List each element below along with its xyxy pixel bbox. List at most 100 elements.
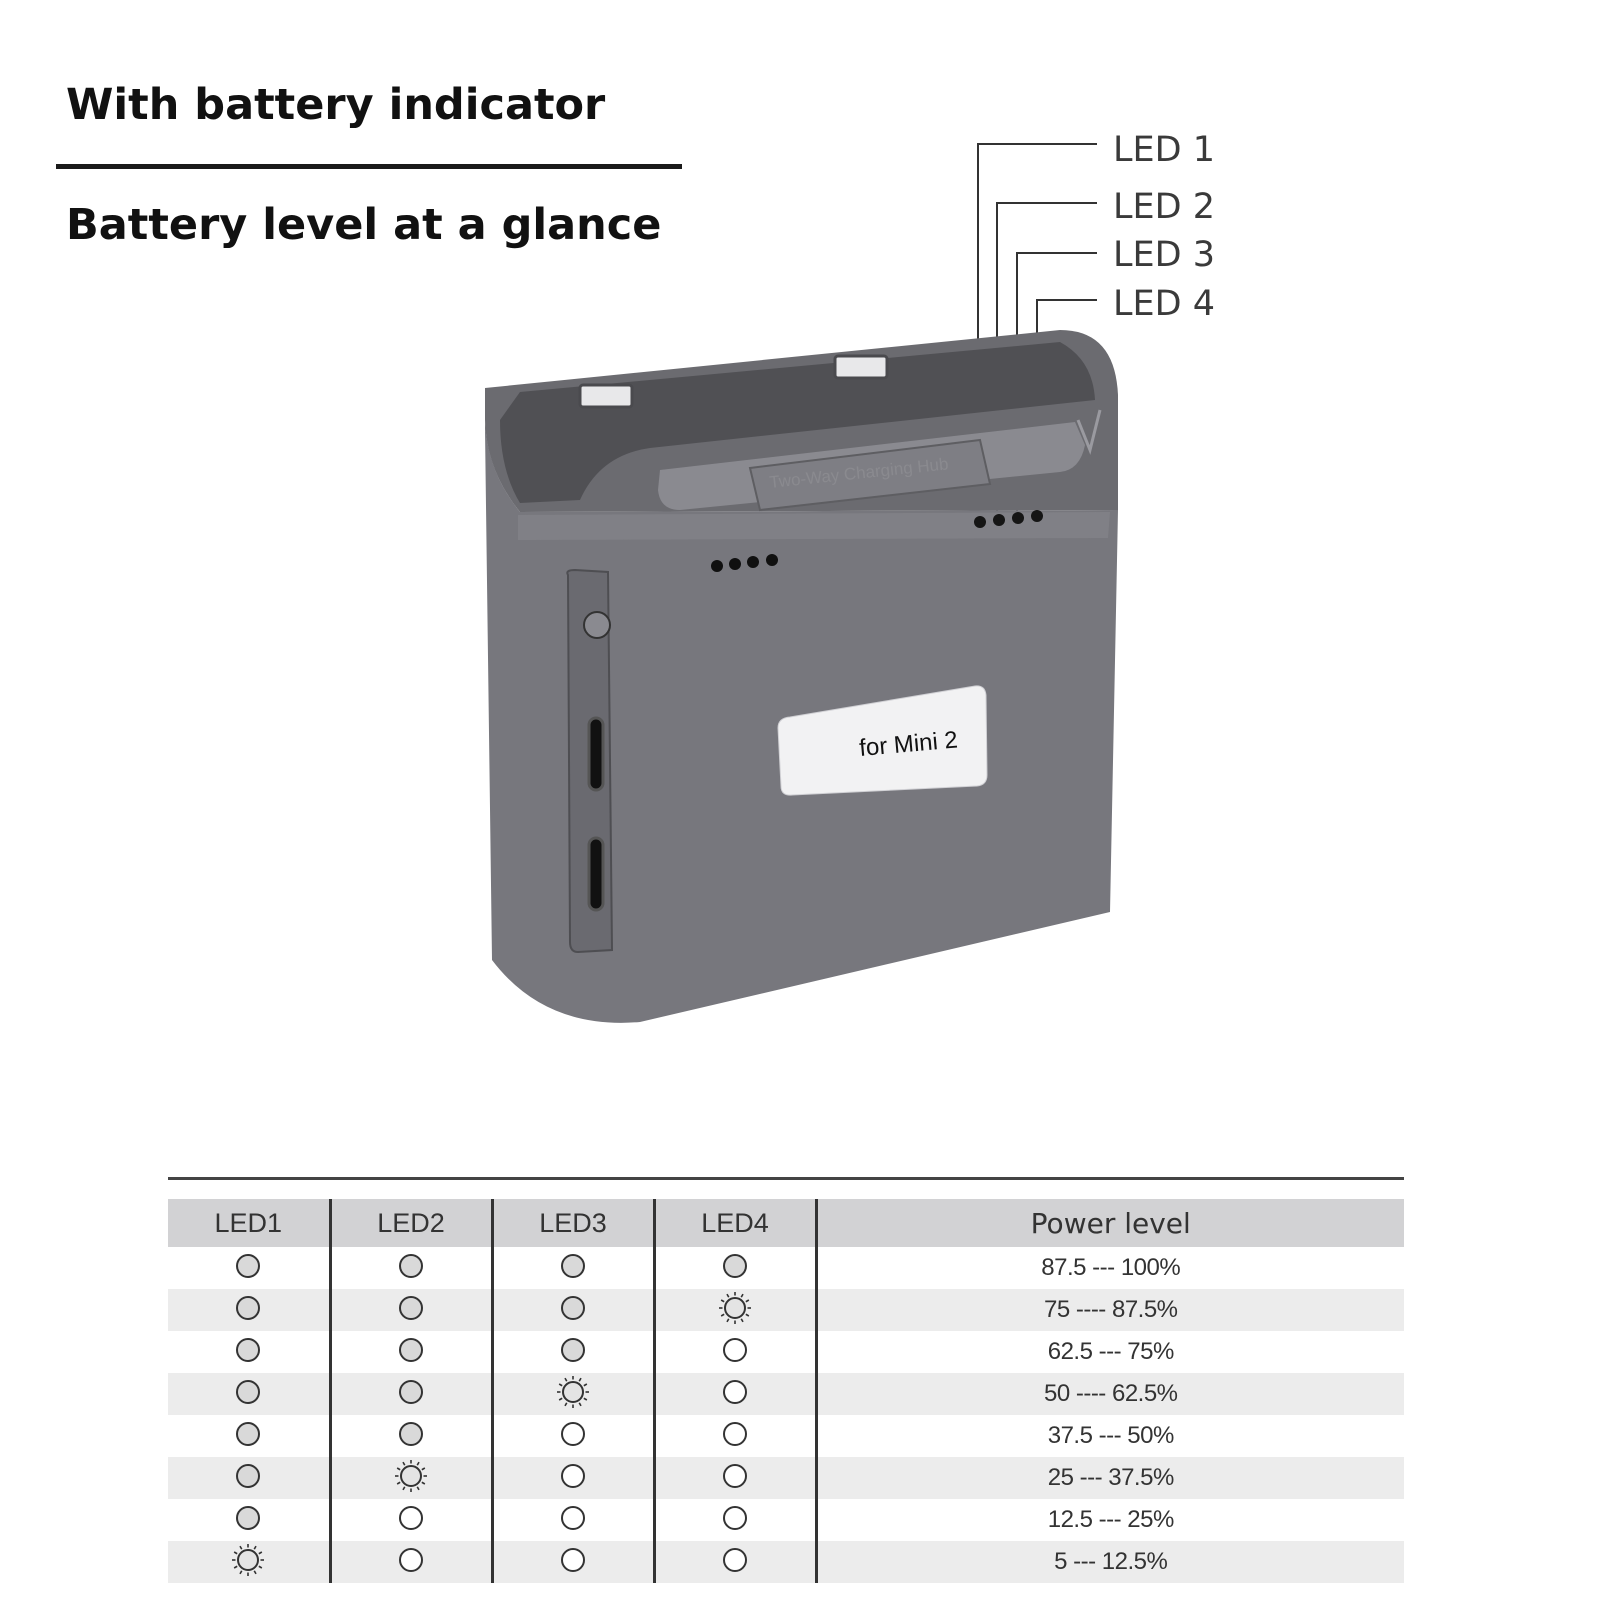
- charging-hub-illustration: LED 1 LED 2 LED 3 LED 4 Two-Way Charging…: [485, 130, 1215, 1023]
- led4-cell: [652, 1541, 816, 1583]
- led2-cell: [328, 1373, 492, 1415]
- led-off-icon: [561, 1506, 585, 1530]
- led3-cell: [490, 1415, 654, 1457]
- led1-cell: [168, 1457, 330, 1499]
- led1-cell: [168, 1373, 330, 1415]
- led4-cell: [652, 1499, 816, 1541]
- led3-cell: [490, 1247, 654, 1289]
- led2-cell: [328, 1457, 492, 1499]
- table-row: 87.5 --- 100%: [168, 1247, 1404, 1289]
- header-power-level: Power level: [814, 1199, 1404, 1247]
- led-off-icon: [723, 1380, 747, 1404]
- led4-label: LED 4: [1113, 284, 1215, 324]
- led-blinking-icon: [395, 1460, 427, 1492]
- led4-cell: [652, 1373, 816, 1415]
- led2-cell: [328, 1499, 492, 1541]
- status-led-1: [974, 516, 986, 528]
- status-led-dots: [974, 510, 1043, 528]
- hub-seam: [518, 512, 1110, 540]
- led-blinking-icon: [232, 1544, 265, 1576]
- led3-cell: [490, 1331, 654, 1373]
- led-solid-icon: [561, 1296, 585, 1320]
- table-row: 25 --- 37.5%: [168, 1457, 1404, 1499]
- led-solid-icon: [561, 1254, 585, 1278]
- status-led-4: [1031, 510, 1043, 522]
- led-off-icon: [723, 1548, 747, 1572]
- led3-cell: [490, 1457, 654, 1499]
- table-row: 50 ---- 62.5%: [168, 1373, 1404, 1415]
- led2-label: LED 2: [1113, 187, 1215, 227]
- led1-cell: [168, 1331, 330, 1373]
- status-led-3: [1012, 512, 1024, 524]
- hub-inner-cavity: [500, 342, 1095, 503]
- led-off-icon: [399, 1506, 423, 1530]
- power-level-cell: 50 ---- 62.5%: [814, 1373, 1404, 1415]
- led-solid-icon: [561, 1338, 585, 1362]
- led-off-icon: [399, 1548, 423, 1572]
- table-row: 37.5 --- 50%: [168, 1415, 1404, 1457]
- power-button-dots: [711, 554, 778, 572]
- table-header-row: LED1 LED2 LED3 LED4 Power level: [168, 1199, 1404, 1247]
- hub-label-inset: [748, 438, 992, 512]
- power-level-cell: 12.5 --- 25%: [814, 1499, 1404, 1541]
- table-row: 5 --- 12.5%: [168, 1541, 1404, 1583]
- led4-cell: [652, 1289, 816, 1331]
- led-off-icon: [723, 1422, 747, 1446]
- led-solid-icon: [236, 1296, 261, 1320]
- led-solid-icon: [236, 1464, 261, 1488]
- led-blinking-icon: [719, 1292, 751, 1324]
- hub-clip-right: [833, 354, 889, 380]
- led1-cell: [168, 1499, 330, 1541]
- led-solid-icon: [399, 1422, 423, 1446]
- led-solid-icon: [399, 1380, 423, 1404]
- table-row: 12.5 --- 25%: [168, 1499, 1404, 1541]
- led1-cell: [168, 1247, 330, 1289]
- led4-cell: [652, 1331, 816, 1373]
- usb-c-port-1: [587, 716, 605, 792]
- led-solid-icon: [399, 1338, 423, 1362]
- header-led1: LED1: [168, 1199, 330, 1247]
- led-off-icon: [561, 1548, 585, 1572]
- led3-cell: [490, 1541, 654, 1583]
- led3-cell: [490, 1373, 654, 1415]
- led1-cell: [168, 1289, 330, 1331]
- led4-cell: [652, 1415, 816, 1457]
- power-level-cell: 87.5 --- 100%: [814, 1247, 1404, 1289]
- led3-cell: [490, 1499, 654, 1541]
- led-solid-icon: [723, 1254, 747, 1278]
- header-led3: LED3: [490, 1199, 654, 1247]
- battery-level-table: LED1 LED2 LED3 LED4 Power level 87.5 ---…: [168, 1199, 1404, 1583]
- led4-cell: [652, 1457, 816, 1499]
- led2-cell: [328, 1415, 492, 1457]
- led2-cell: [328, 1289, 492, 1331]
- table-row: 62.5 --- 75%: [168, 1331, 1404, 1373]
- led-solid-icon: [399, 1296, 423, 1320]
- led-off-icon: [561, 1464, 585, 1488]
- power-level-cell: 25 --- 37.5%: [814, 1457, 1404, 1499]
- page-title: With battery indicator: [66, 80, 606, 130]
- table-body: 87.5 --- 100%75 ---- 87.5%62.5 --- 75%50…: [168, 1247, 1404, 1583]
- header-led4: LED4: [652, 1199, 816, 1247]
- led-off-icon: [723, 1506, 747, 1530]
- led-solid-icon: [236, 1338, 261, 1362]
- page-subtitle: Battery level at a glance: [66, 200, 662, 250]
- table-top-rule: [168, 1177, 1404, 1180]
- power-level-cell: 62.5 --- 75%: [814, 1331, 1404, 1373]
- led-solid-icon: [236, 1506, 261, 1530]
- led3-label: LED 3: [1113, 235, 1215, 275]
- led-off-icon: [723, 1464, 747, 1488]
- led-off-icon: [723, 1338, 747, 1362]
- led1-cell: [168, 1415, 330, 1457]
- hub-clip-left: [578, 383, 634, 409]
- led2-cell: [328, 1541, 492, 1583]
- led-solid-icon: [399, 1254, 423, 1278]
- model-plate: [777, 685, 988, 796]
- led1-cell: [168, 1541, 330, 1583]
- led-off-icon: [561, 1422, 585, 1446]
- power-level-cell: 37.5 --- 50%: [814, 1415, 1404, 1457]
- status-led-2: [993, 514, 1005, 526]
- led3-cell: [490, 1289, 654, 1331]
- table-row: 75 ---- 87.5%: [168, 1289, 1404, 1331]
- led4-cell: [652, 1247, 816, 1289]
- header-led2: LED2: [328, 1199, 492, 1247]
